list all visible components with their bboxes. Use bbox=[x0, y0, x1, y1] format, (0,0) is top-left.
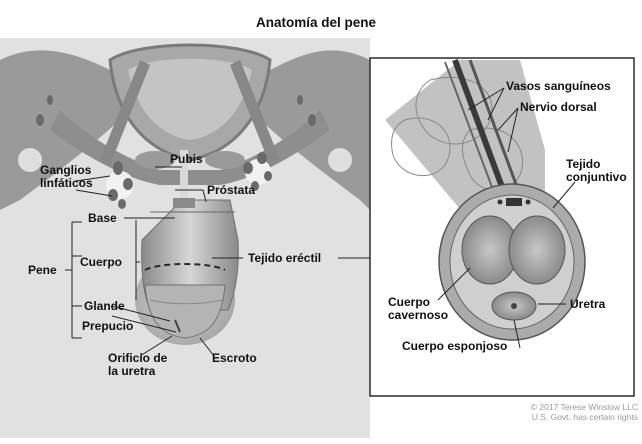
diagram-title: Anatomía del pene bbox=[256, 16, 376, 29]
label-cuerpo-esponjoso: Cuerpo esponjoso bbox=[402, 340, 507, 353]
label-nervio: Nervio dorsal bbox=[520, 101, 597, 114]
label-base: Base bbox=[88, 212, 117, 225]
label-prostata: Próstata bbox=[207, 184, 255, 197]
credit-line-2: U.S. Govt. has certain rights bbox=[531, 412, 638, 422]
label-cuerpo: Cuerpo bbox=[80, 256, 122, 269]
label-escroto: Escroto bbox=[212, 352, 257, 365]
label-cuerpo-cavernoso: Cuerpo cavernoso bbox=[388, 296, 448, 322]
label-uretra: Uretra bbox=[570, 298, 605, 311]
label-pubis: Pubis bbox=[170, 153, 203, 166]
label-pene: Pene bbox=[28, 264, 57, 277]
label-tejido-erectil: Tejido eréctil bbox=[248, 252, 321, 265]
label-ganglios: Ganglios linfáticos bbox=[40, 164, 93, 190]
label-vasos: Vasos sanguíneos bbox=[506, 80, 611, 93]
copyright-credit: © 2017 Terese Winslow LLC U.S. Govt. has… bbox=[531, 402, 638, 422]
credit-line-1: © 2017 Terese Winslow LLC bbox=[531, 402, 638, 412]
label-orificio: Orificio de la uretra bbox=[108, 352, 167, 378]
label-glande: Glande bbox=[84, 300, 125, 313]
label-tejido-conjuntivo: Tejido conjuntivo bbox=[566, 158, 627, 184]
label-prepucio: Prepucio bbox=[82, 320, 133, 333]
